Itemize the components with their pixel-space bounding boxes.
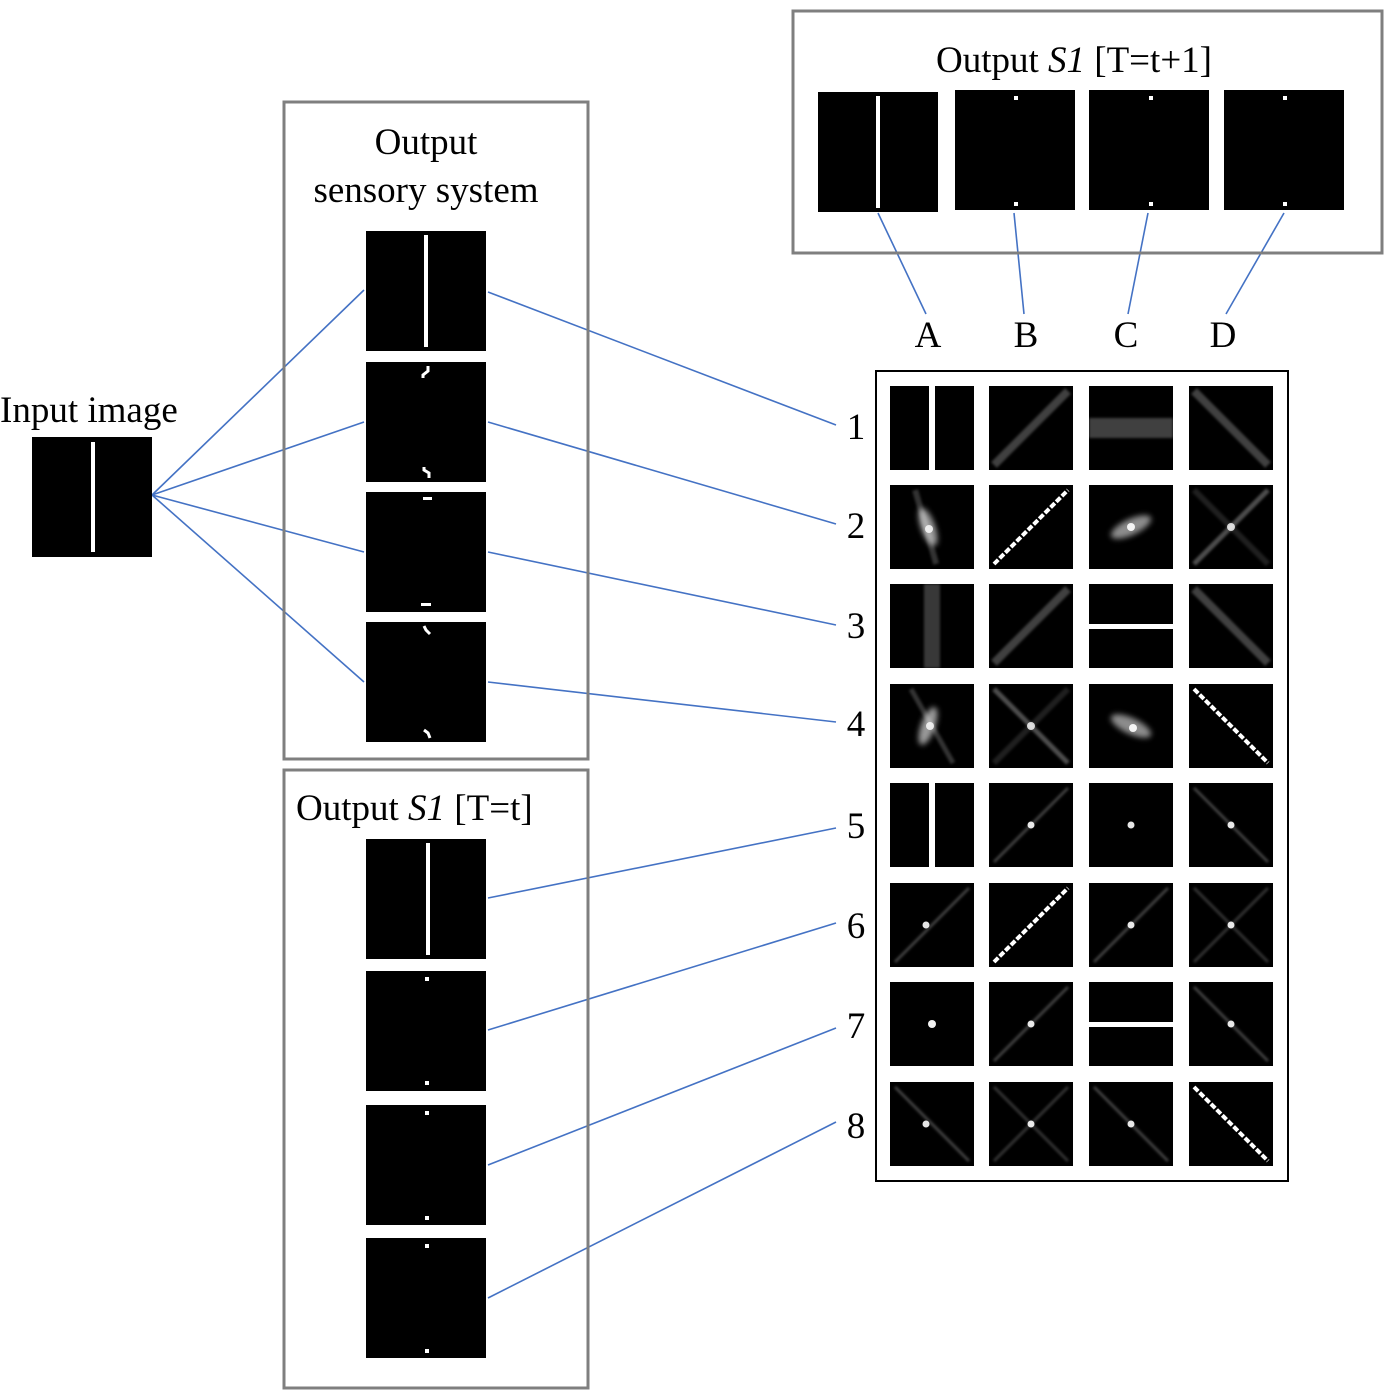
sensory-tile-3 [366,492,486,612]
column-labels: A B C D [915,315,1237,356]
filter-grid-frame [875,370,1289,1182]
filter-grid [890,386,1273,1166]
filter-cell-4-a [890,684,974,768]
s1-t-tile-3 [366,1105,486,1225]
filter-cell-7-c [1089,982,1173,1066]
row-label-8: 8 [847,1106,866,1147]
connector-line-11 [487,1027,837,1166]
filter-cell-3-a [890,584,974,668]
s1-t1-tile-a [818,92,938,212]
connector-line-5 [487,291,837,426]
filter-cell-5-b [989,783,1073,867]
connector-lines [151,212,1285,1299]
filter-cell-6-b [989,883,1073,967]
filter-cell-7-b [989,982,1073,1066]
filter-cell-6-c [1089,883,1173,967]
connector-line-15 [1127,212,1149,315]
s1-t1-title: Output S1 [T=t+1] [936,40,1212,81]
filter-cell-2-c [1089,485,1173,569]
filter-cell-5-d [1189,783,1273,867]
filter-cell-8-a [890,1082,974,1166]
connector-line-13 [877,212,927,315]
row-label-3: 3 [847,606,866,647]
filter-cell-4-b [989,684,1073,768]
s1-t-title: Output S1 [T=t] [296,788,533,829]
filter-cell-1-c [1089,386,1173,470]
filter-cell-4-d [1189,684,1273,768]
filter-cell-1-d [1189,386,1273,470]
row-label-1: 1 [847,407,866,448]
column-label-d: D [1210,315,1237,356]
row-labels: 1 2 3 4 5 6 7 8 [847,407,866,1147]
s1-t-tile-4 [366,1238,486,1358]
filter-cell-5-c [1089,783,1173,867]
input-image-label: Input image [0,390,178,431]
row-label-7: 7 [847,1006,866,1047]
column-label-c: C [1114,315,1139,356]
row-label-2: 2 [847,506,866,547]
connector-line-16 [1225,212,1285,315]
filter-cell-2-b [989,485,1073,569]
s1-t1-frame [791,9,1384,255]
filter-cell-3-b [989,584,1073,668]
sensory-title-line2: sensory system [313,170,538,211]
column-label-b: B [1014,315,1039,356]
connector-line-2 [151,421,365,496]
s1-t-frame [282,768,590,1390]
row-label-5: 5 [847,806,866,847]
filter-cell-2-d [1189,485,1273,569]
s1-t-tile-1 [366,839,486,959]
filter-cell-1-b [989,386,1073,470]
connector-line-6 [487,421,837,525]
filter-cell-5-a [890,783,974,867]
filter-cell-3-c [1089,584,1173,668]
column-label-a: A [915,315,942,356]
filter-cell-7-d [1189,982,1273,1066]
row-label-6: 6 [847,906,866,947]
filter-cell-6-d [1189,883,1273,967]
sensory-tile-4 [366,622,486,742]
s1-t-tile-2 [366,971,486,1091]
sensory-system-frame [282,100,590,761]
filter-cell-8-d [1189,1082,1273,1166]
connector-line-1 [151,289,365,496]
sensory-tile-2 [366,362,486,482]
s1-t1-tile-c [1089,90,1209,210]
filter-cell-3-d [1189,584,1273,668]
s1-t1-tile-b [955,90,1075,210]
filter-cell-7-a [890,982,974,1066]
sensory-title-line1: Output [375,122,479,163]
filter-cell-8-b [989,1082,1073,1166]
connector-line-4 [151,494,365,683]
filter-cell-2-a [890,485,974,569]
connector-line-14 [1013,212,1025,315]
connector-line-10 [487,922,837,1031]
s1-t1-tile-d [1224,90,1344,210]
filter-cell-4-c [1089,684,1173,768]
sensory-tile-1 [366,231,486,351]
filter-cell-6-a [890,883,974,967]
input-image-tile [32,437,152,557]
connector-line-8 [487,681,837,723]
connector-line-7 [487,551,837,626]
row-label-4: 4 [847,704,866,745]
filter-cell-8-c [1089,1082,1173,1166]
filter-cell-1-a [890,386,974,470]
connector-line-9 [487,827,837,899]
connector-line-3 [151,494,365,553]
connector-line-12 [487,1121,837,1299]
